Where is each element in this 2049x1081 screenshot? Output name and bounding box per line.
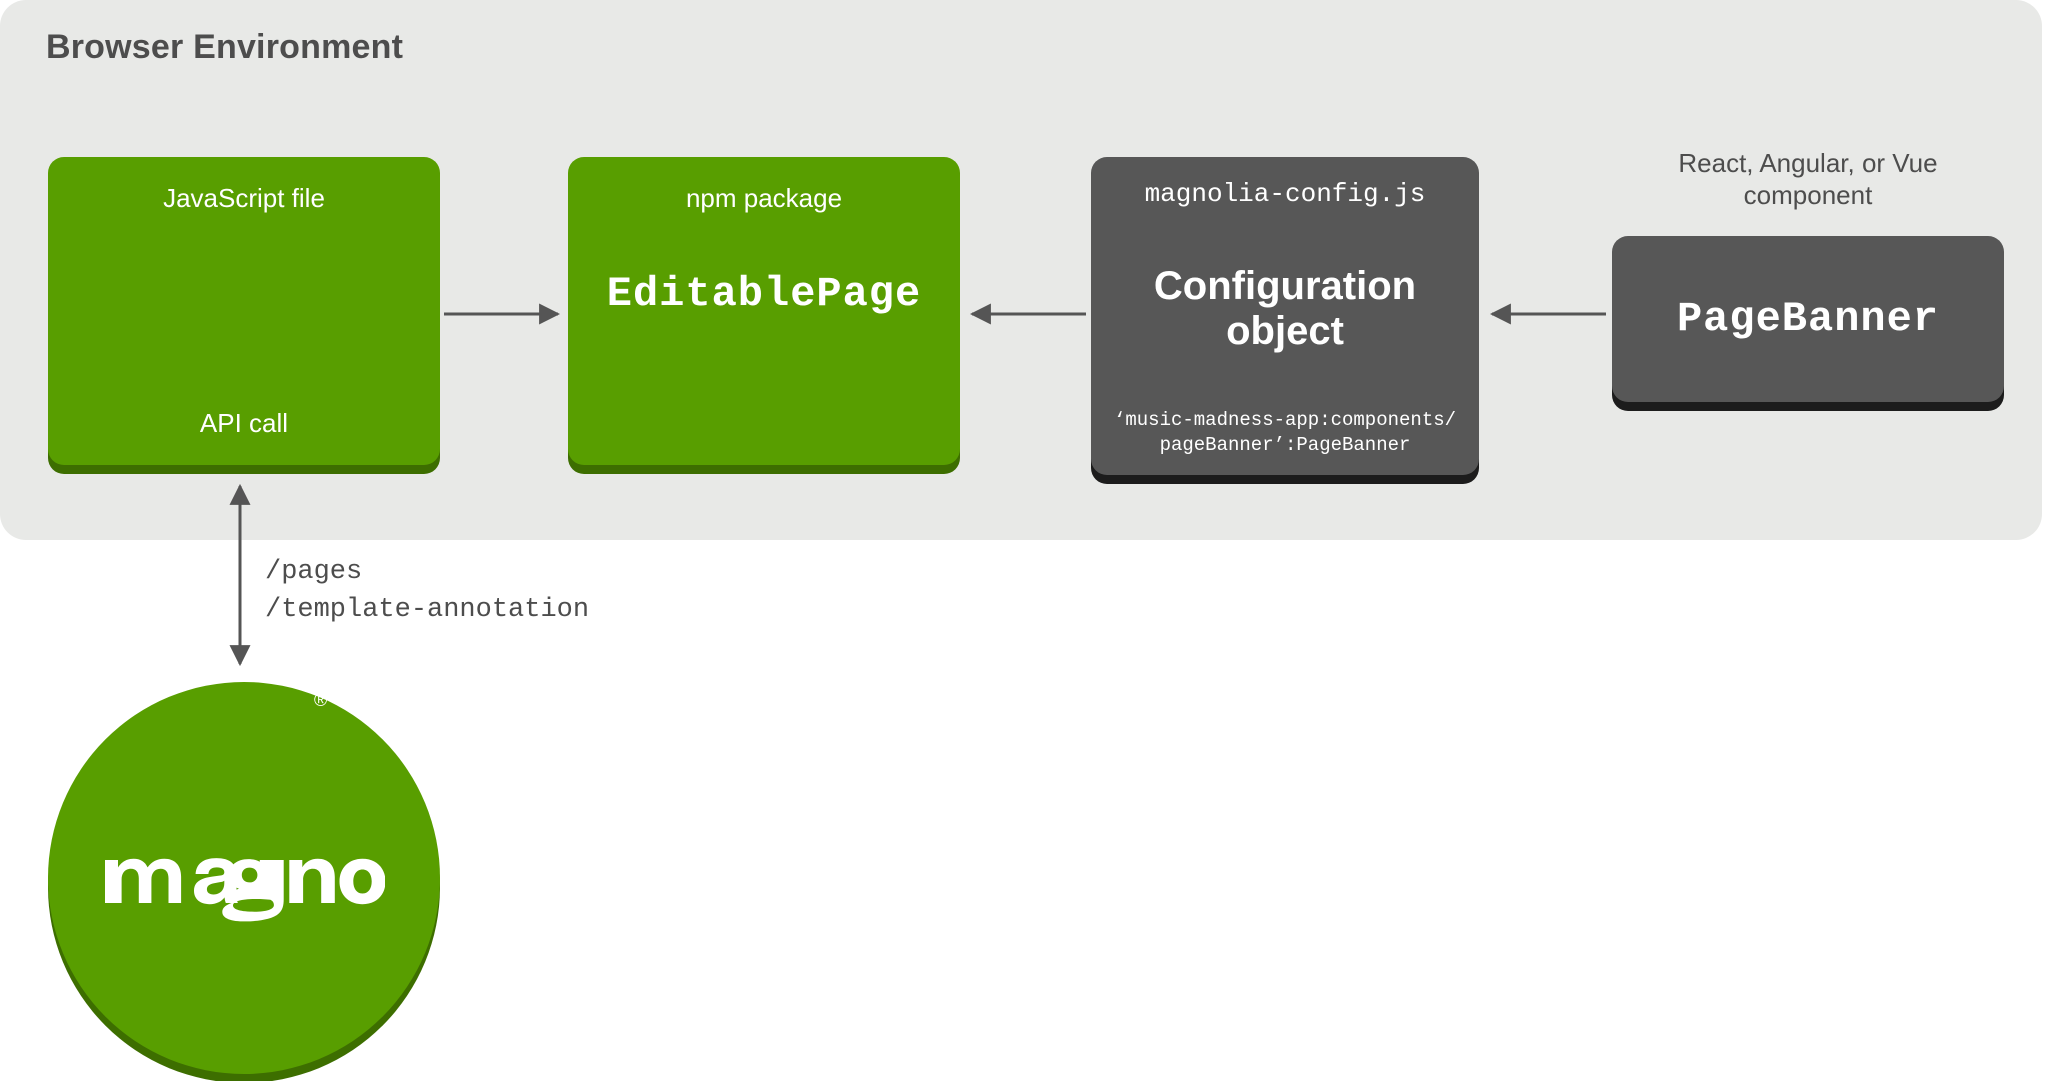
- node-configuration-object-detail-label: ‘music-madness-app:components/ pageBanne…: [1113, 408, 1457, 457]
- node-editable-page-top-label: npm package: [685, 183, 843, 213]
- edge-js-to-magnolia-label: /pages /template-annotation: [265, 557, 590, 626]
- registered-trademark-icon: ®: [314, 690, 328, 710]
- node-javascript-file-top-label: JavaScript file: [163, 183, 325, 213]
- framework-component-label: React, Angular, or Vue component: [1678, 148, 1938, 210]
- node-page-banner[interactable]: PageBanner: [1612, 236, 2004, 402]
- node-configuration-object-filename: magnolia-config.js: [1144, 179, 1426, 209]
- node-javascript-file[interactable]: JavaScript file API call: [48, 157, 440, 465]
- panel-title: Browser Environment: [46, 28, 404, 66]
- node-configuration-object[interactable]: magnolia-config.js Configuration object …: [1091, 157, 1479, 475]
- node-editable-page[interactable]: npm package EditablePage: [568, 157, 960, 465]
- node-page-banner-main-label: PageBanner: [1676, 295, 1940, 343]
- node-javascript-file-bottom-label: API call: [199, 408, 289, 438]
- node-editable-page-main-label: EditablePage: [606, 270, 922, 319]
- node-configuration-object-main-label: Configuration object: [1153, 264, 1417, 353]
- node-magnolia-server[interactable]: ®: [48, 682, 440, 1074]
- magnolia-logo: [103, 830, 385, 926]
